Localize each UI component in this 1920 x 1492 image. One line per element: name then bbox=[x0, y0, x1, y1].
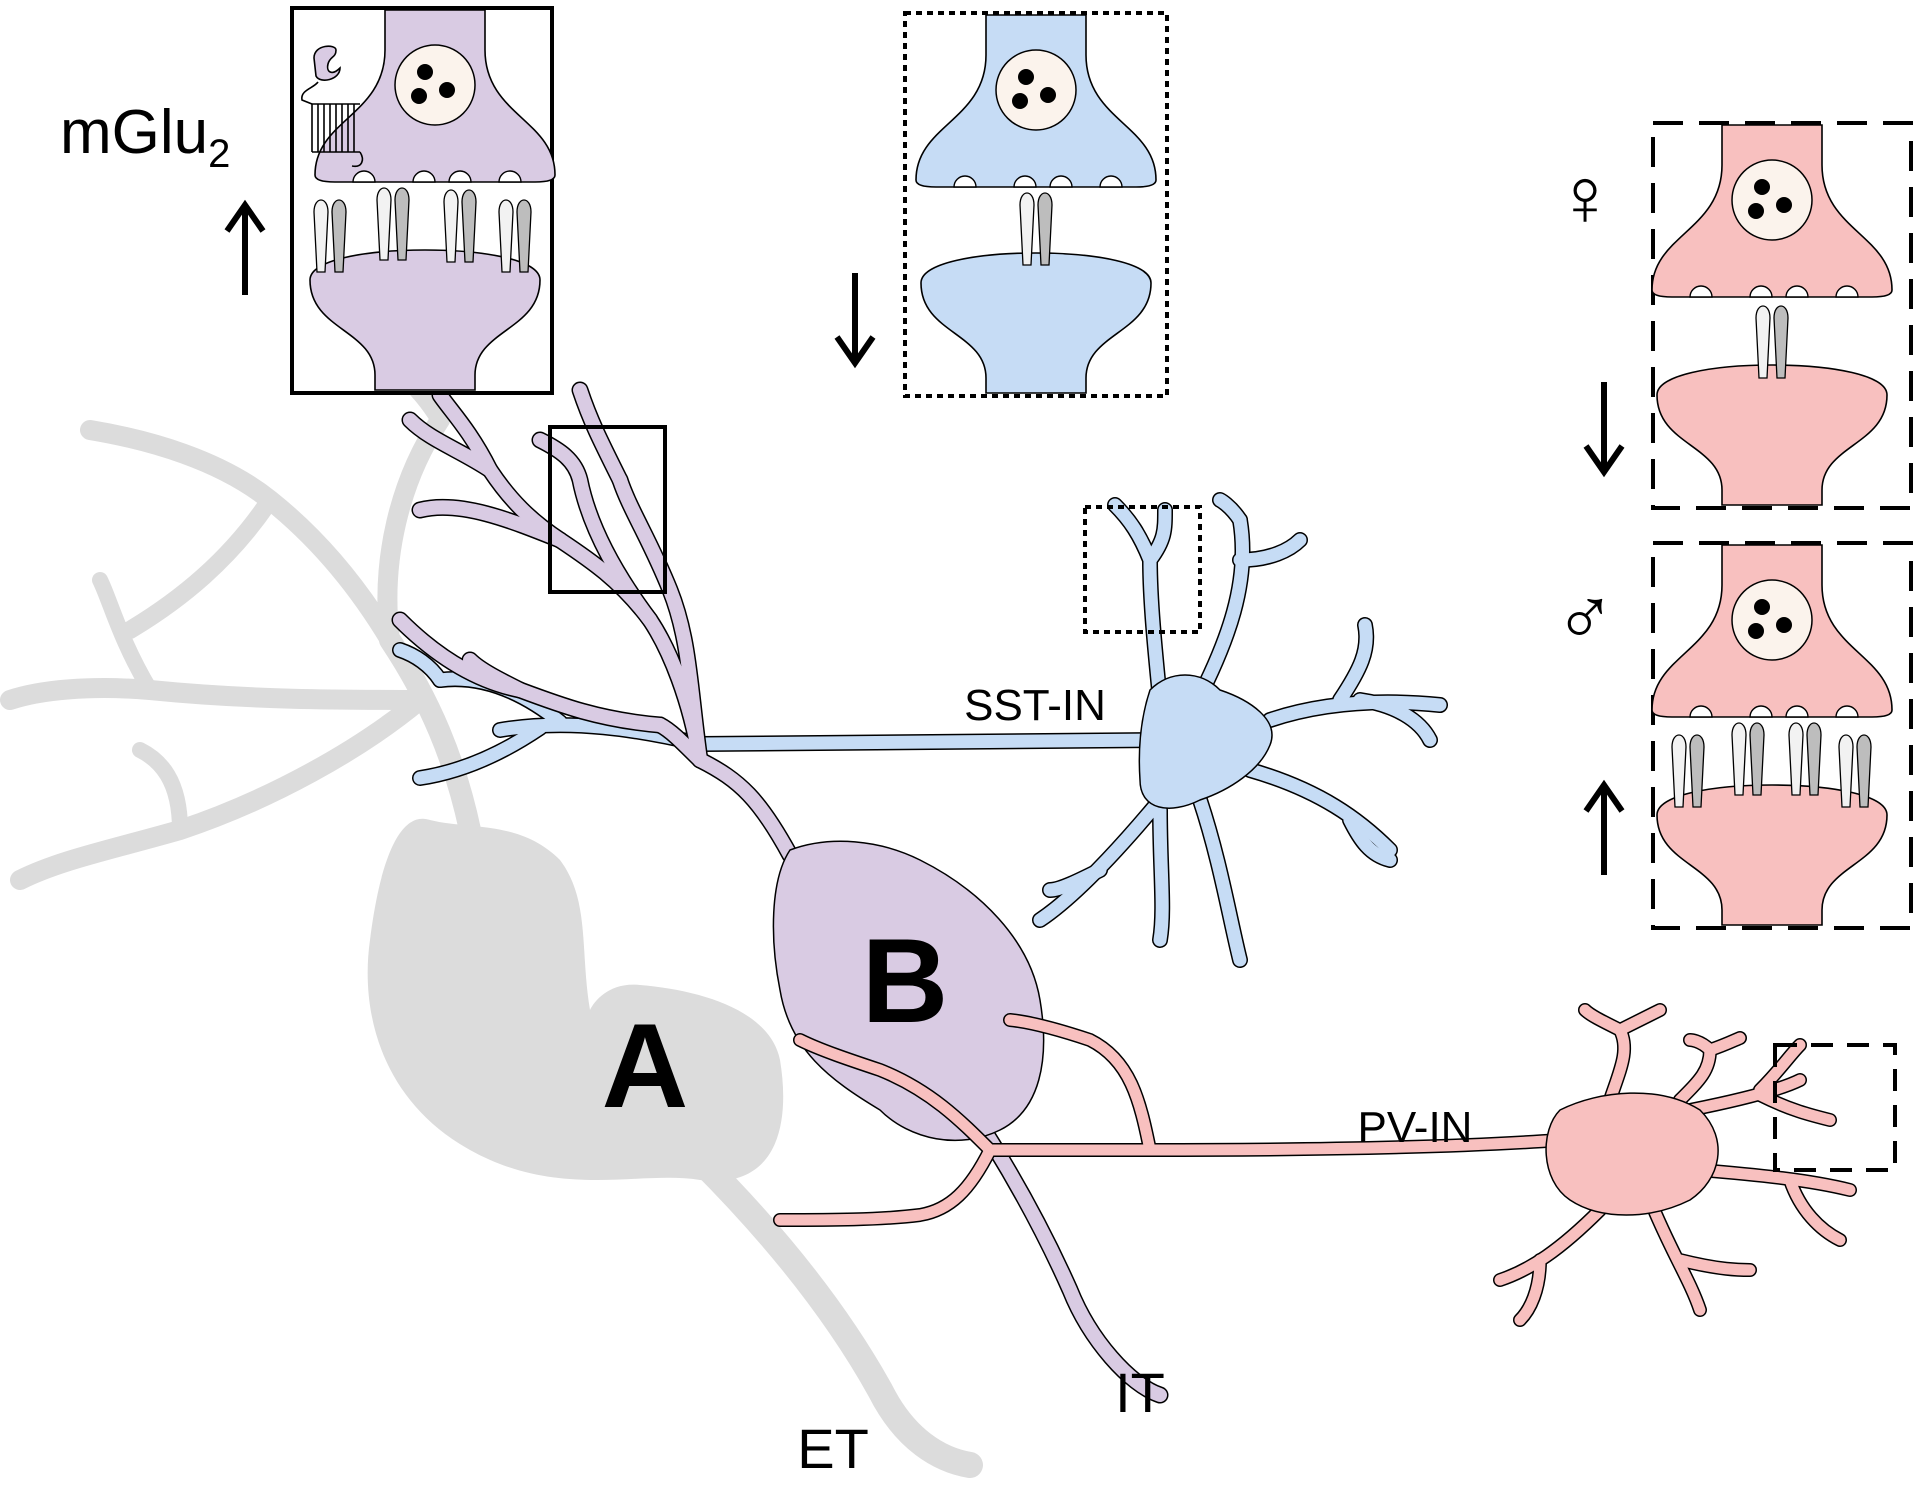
female-symbol: ♀ bbox=[1554, 152, 1616, 243]
male-symbol: ♂ bbox=[1554, 572, 1616, 663]
label-mglu2: mGlu2 bbox=[60, 98, 230, 176]
synapse-panel-purple bbox=[227, 6, 556, 395]
synapse-panel-blue bbox=[837, 11, 1169, 398]
arrow-down-icon bbox=[1586, 382, 1622, 472]
pv-interneuron bbox=[773, 1003, 1857, 1327]
neuron-a-gray bbox=[0, 251, 983, 1478]
arrow-up-icon bbox=[227, 205, 263, 295]
label-sst-in: SST-IN bbox=[964, 681, 1106, 730]
zoom-box-blue bbox=[1083, 505, 1202, 634]
synapse-panel-pink-female bbox=[1586, 121, 1913, 510]
zoom-box-purple bbox=[548, 425, 667, 594]
neuron-b-purple bbox=[391, 381, 1169, 1404]
synapse-panel-pink-male bbox=[1586, 541, 1913, 930]
label-neuron-b: B bbox=[862, 914, 949, 1048]
zoom-box-pink bbox=[1773, 1043, 1897, 1172]
label-pv-in: PV-IN bbox=[1358, 1103, 1473, 1152]
arrow-down-icon bbox=[837, 273, 873, 363]
label-et: ET bbox=[797, 1417, 869, 1480]
mglu2-receptor-icon bbox=[301, 45, 364, 168]
label-it: IT bbox=[1115, 1361, 1165, 1424]
arrow-up-icon bbox=[1586, 785, 1622, 875]
label-neuron-a: A bbox=[602, 999, 689, 1133]
